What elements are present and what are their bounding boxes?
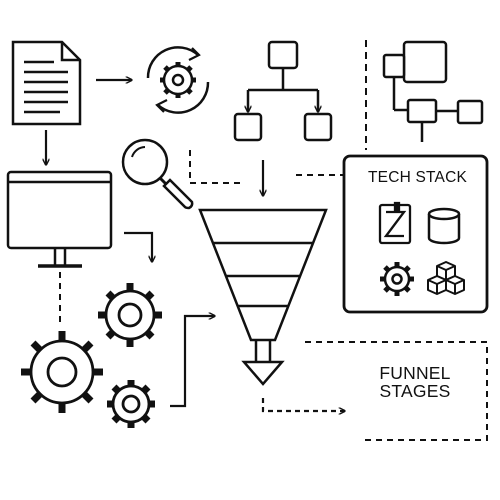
process-gear-icon [146,46,210,114]
arrow-gears-to-funnel [170,316,215,408]
hierarchy-icon [233,40,333,142]
gear-teeth [21,283,162,428]
funnel-stages-box [305,341,488,441]
funnel-stages-title: FUNNEL STAGES [355,364,475,401]
monitor-icon [6,170,113,268]
gears-icon [29,289,156,424]
document-icon [11,40,82,126]
funnel-stages-line1: FUNNEL [379,363,451,383]
arrow-monitor-to-gears [124,231,152,262]
database-icon [427,207,461,245]
funnel-stages-line2: STAGES [379,381,451,402]
funnel-icon [198,208,328,386]
magnifier-icon [121,138,194,210]
tech-stack-title: TECH STACK [367,169,468,186]
dashed-connector-hierarchy [189,150,240,184]
cubes-icon [427,261,465,295]
gear-icon [380,262,414,296]
flowchart-icon [382,40,484,142]
arrow-funnel-to-stages [261,398,345,411]
tools-icon [378,201,412,245]
